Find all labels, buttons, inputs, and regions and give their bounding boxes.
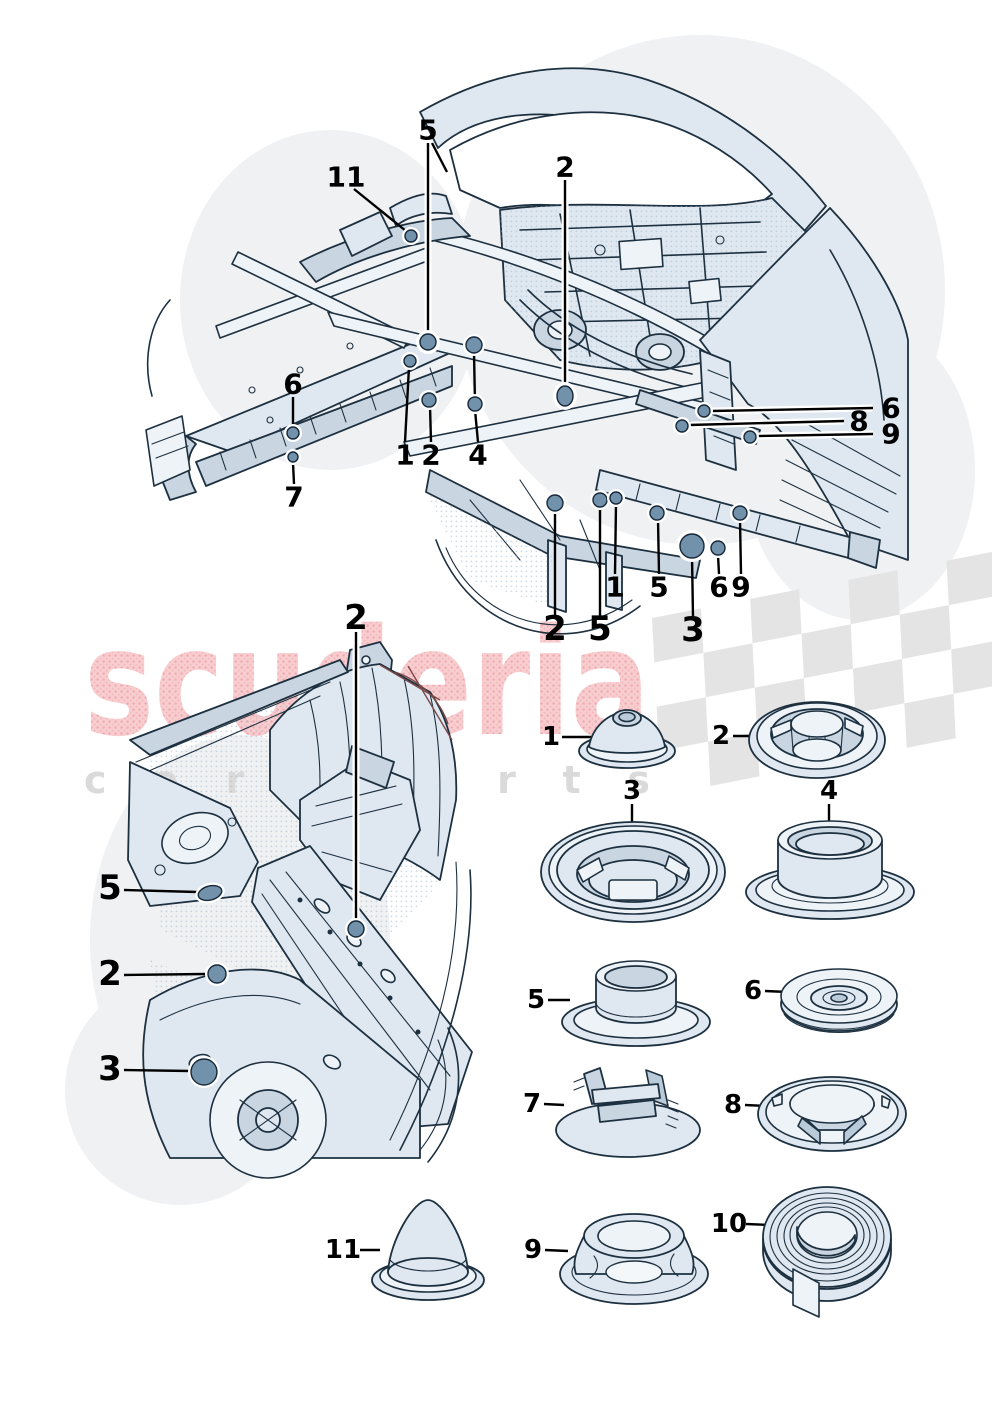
- top-illustration: [145, 67, 909, 635]
- plug-location-6b: [697, 404, 711, 418]
- plug-location-4: [467, 396, 483, 412]
- callout-6: 6: [283, 368, 302, 401]
- callout-6b: 6: [881, 392, 900, 425]
- plug-location-b2b: [207, 964, 227, 984]
- callout-2: 2: [555, 151, 574, 184]
- callout-b5: 5: [98, 868, 122, 908]
- part-image-tall-cup-plug: [745, 820, 915, 920]
- callout-3: 3: [681, 610, 705, 650]
- plug-markers-top: [284, 142, 874, 618]
- part-label-7: 7: [523, 1089, 541, 1119]
- part-image-claw-ring-plug: [748, 701, 886, 779]
- top-callouts: 5 11 2 6 7 1 2 4 6 8 9 2 5 1 5 3 6 9: [283, 114, 900, 651]
- plug-location-9b: [732, 505, 748, 521]
- callout-1: 1: [395, 439, 414, 472]
- part-image-tall-cone-plug: [371, 1199, 485, 1301]
- plug-location-5: [419, 333, 437, 351]
- part-image-ring-grommet: [559, 1213, 709, 1305]
- plug-location-5b: [592, 492, 608, 508]
- callout-8: 8: [849, 405, 868, 438]
- plug-location-6c: [710, 540, 726, 556]
- plug-location-2b: [421, 392, 437, 408]
- part-image-flanged-cup-plug: [561, 960, 711, 1047]
- part-label-2: 2: [712, 721, 730, 751]
- plug-location-1b: [609, 491, 623, 505]
- part-label-9: 9: [524, 1235, 542, 1265]
- callout-2b: 2: [421, 439, 440, 472]
- part-label-8: 8: [724, 1090, 742, 1120]
- part-label-6: 6: [744, 976, 762, 1006]
- plug-location-5c: [649, 505, 665, 521]
- part-image-winged-dish-plug: [757, 1076, 907, 1152]
- bottom-illustration: [127, 641, 473, 1179]
- callout-5: 5: [418, 114, 437, 147]
- plug-location-3: [679, 533, 705, 559]
- part-label-10: 10: [711, 1209, 747, 1239]
- plug-location-2c: [546, 494, 564, 512]
- bottom-callouts: 2 5 2 3: [98, 598, 368, 1089]
- callout-1b: 1: [605, 571, 624, 604]
- callout-b2: 2: [344, 598, 368, 638]
- part-image-large-dish-plug: [540, 821, 726, 923]
- callout-9b: 9: [731, 571, 750, 604]
- plug-location-b5: [197, 884, 223, 902]
- part-image-tape-roll: [762, 1186, 892, 1318]
- part-label-5: 5: [527, 985, 545, 1015]
- plug-markers-bottom: [123, 632, 367, 1088]
- part-label-1: 1: [542, 722, 560, 752]
- part-label-4: 4: [820, 776, 838, 806]
- callout-7: 7: [284, 481, 303, 514]
- plug-location-1: [403, 354, 417, 368]
- callout-5c: 5: [649, 571, 668, 604]
- callout-b2b: 2: [98, 954, 122, 994]
- plug-location-11: [404, 229, 418, 243]
- callout-11: 11: [327, 161, 366, 194]
- plug-location-6: [286, 426, 300, 440]
- callout-9: 9: [881, 418, 900, 451]
- callout-2c: 2: [543, 609, 567, 649]
- part-label-11: 11: [325, 1235, 361, 1265]
- part-image-dome-plug: [578, 709, 676, 769]
- part-label-3: 3: [623, 776, 641, 806]
- plug-location-b2: [347, 920, 365, 938]
- plug-location-b3: [190, 1058, 218, 1086]
- callout-4: 4: [468, 439, 487, 472]
- callout-6c: 6: [709, 571, 728, 604]
- plug-location-2: [556, 385, 574, 407]
- plug-location-8: [675, 419, 689, 433]
- plug-location-4b: [465, 336, 483, 354]
- part-image-bracket-plug: [555, 1067, 701, 1158]
- part-image-flat-disc-plug: [780, 968, 898, 1033]
- callout-5b: 5: [588, 609, 612, 649]
- parts-grid: 1 2 3: [325, 701, 915, 1318]
- plug-location-9: [743, 430, 757, 444]
- callout-b3: 3: [98, 1049, 122, 1089]
- plug-location-7: [287, 451, 299, 463]
